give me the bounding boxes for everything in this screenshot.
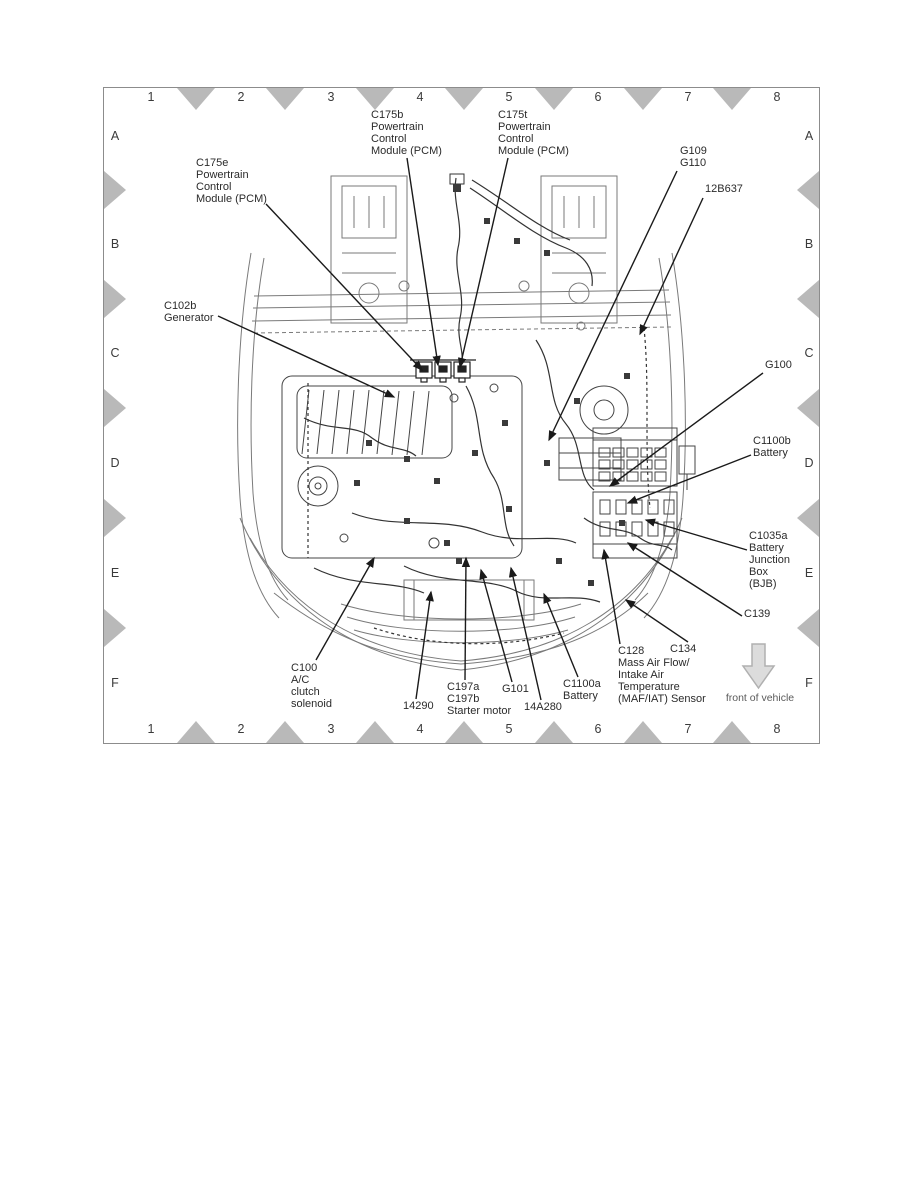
grid-col-top-3: 3 [327,90,335,104]
grid-col-bottom-8: 8 [773,722,781,736]
callout-c139: C139 [744,608,771,620]
leader-c175t [457,157,509,369]
grid-row-right-a: A [804,129,814,143]
grid-col-top-2: 2 [237,90,245,104]
grid-row-right-b: B [804,237,814,251]
callout-c175e-pcm: C175e Powertrain Control Module (PCM) [196,157,267,205]
callout-14a280: 14A280 [524,701,562,713]
diagram-artwork [104,88,819,743]
front-of-vehicle-label: front of vehicle [725,692,795,704]
leader-12b637 [639,197,704,336]
leader-14290 [415,590,434,700]
leader-14a280 [508,566,542,701]
leader-g100 [608,372,764,487]
grid-col-bottom-2: 2 [237,722,245,736]
callout-12b637: 12B637 [705,183,743,195]
callout-g109-g110: G109 G110 [680,145,707,169]
callout-c1100a-battery: C1100a Battery [563,678,601,702]
callout-14290: 14290 [403,700,434,712]
leader-c175e [265,203,423,372]
callout-c1100b-battery: C1100b Battery [753,435,791,459]
leader-g109-g110 [548,170,678,442]
grid-col-top-4: 4 [416,90,424,104]
grid-col-bottom-6: 6 [594,722,602,736]
grid-row-left-d: D [110,456,120,470]
grid-markers [104,88,819,743]
leader-c139 [626,542,743,617]
grid-col-top-7: 7 [684,90,692,104]
leader-c1100b [626,454,752,504]
grid-col-top-8: 8 [773,90,781,104]
callout-c175t-pcm: C175t Powertrain Control Module (PCM) [498,109,569,157]
connector-dots [354,173,630,586]
callout-c128-maf-iat-sensor: C128 Mass Air Flow/ Intake Air Temperatu… [618,645,706,705]
grid-row-right-e: E [804,566,814,580]
grid-col-bottom-3: 3 [327,722,335,736]
engine-compartment-diagram: 1 2 3 4 5 6 7 8 1 2 3 4 5 6 7 8 A B C D … [103,87,820,744]
callout-c100-ac-clutch-solenoid: C100 A/C clutch solenoid [291,662,332,710]
callout-g101: G101 [502,683,529,695]
callout-c134: C134 [670,643,697,655]
leader-c100 [315,556,375,661]
grid-row-right-c: C [804,346,814,360]
grid-row-left-b: B [110,237,120,251]
callout-g100: G100 [765,359,792,371]
leader-c102b [217,315,396,398]
leader-c128 [601,548,621,645]
front-of-vehicle-arrow-icon [741,643,776,690]
callout-leader-lines [217,157,764,701]
grid-col-bottom-7: 7 [684,722,692,736]
callout-c102b-generator: C102b Generator [164,300,214,324]
callout-c1035a-bjb: C1035a Battery Junction Box (BJB) [749,530,790,590]
grid-row-left-c: C [110,346,120,360]
grid-col-bottom-1: 1 [147,722,155,736]
grid-col-top-1: 1 [147,90,155,104]
callout-c197-starter-motor: C197a C197b Starter motor [447,681,512,717]
grid-row-left-e: E [110,566,120,580]
leader-c1100a [543,592,579,678]
grid-row-left-f: F [111,676,119,690]
grid-row-right-d: D [804,456,814,470]
pcm-connectors-art [410,359,476,383]
grid-col-top-6: 6 [594,90,602,104]
grid-col-bottom-5: 5 [505,722,513,736]
leader-c175b [406,157,441,367]
grid-row-right-f: F [805,676,813,690]
leader-c1035a [644,518,748,551]
leader-c134 [624,599,689,643]
grid-col-bottom-4: 4 [416,722,424,736]
leader-c197 [461,556,471,681]
grid-row-left-a: A [110,129,120,143]
grid-col-top-5: 5 [505,90,513,104]
engine-bay-body-art [237,175,686,671]
callout-c175b-pcm: C175b Powertrain Control Module (PCM) [371,109,442,157]
leader-g101 [479,568,513,683]
